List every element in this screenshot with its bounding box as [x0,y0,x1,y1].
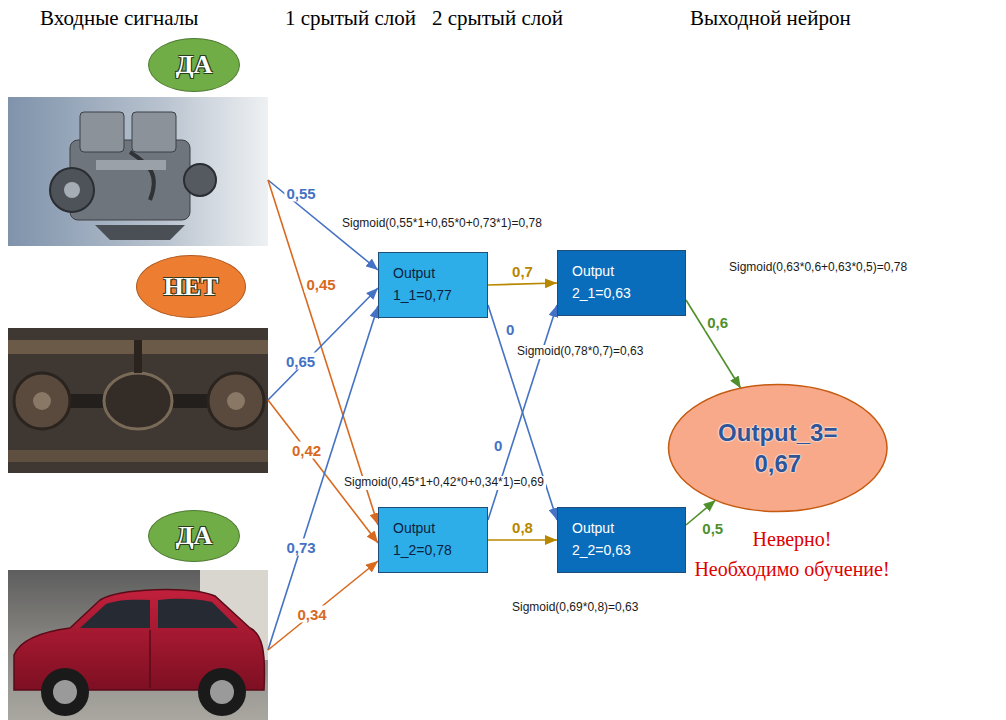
pulley [50,168,94,212]
weight-label: 0 [504,320,516,337]
text-group: Output 1_2=0,78 [393,518,473,561]
photo-ground [8,97,268,246]
cylinder-head [80,112,124,152]
node-text: НЕТ [164,272,219,302]
weight-arrow [268,180,378,270]
wheel [41,668,89,716]
error-note: Необходимо обучение! [694,558,889,581]
formula-note: Sigmoid(0,45*1+0,42*0+0,34*1)=0,69 [342,476,546,490]
error-note: Неверно! [753,528,832,551]
neuron-box: Output 1_2=0,78 [378,507,488,573]
text-group: ДА [176,521,213,551]
node-text: ДА [176,521,213,551]
answer-oval: ДА [148,510,240,562]
text-group: Output 2_1=0,63 [572,261,652,304]
weight-label: 0,55 [284,185,317,202]
weight-label: 0 [492,436,504,453]
formula-note: Sigmoid(0,78*0,7)=0,63 [515,345,645,359]
weight-label: 0,8 [510,519,535,536]
wheel-hub [53,680,77,704]
weight-label: 0,6 [705,314,730,331]
photo-ground [8,570,268,720]
node-text: Output 1_1=0,77 [393,263,473,306]
driveshaft [134,340,142,373]
column-heading: Входные сигналы [40,6,198,30]
neuron-box: Output 1_1=0,77 [378,252,488,318]
text-group: НЕТ [164,272,219,302]
weight-arrow [268,180,378,525]
hose [130,152,154,200]
text-group: Output 2_2=0,63 [572,518,652,561]
differential [104,373,172,429]
door-line [149,630,151,688]
weight-arrow [268,306,378,650]
car-window [158,599,238,628]
input-signal: НЕТ [8,255,268,473]
weight-arrow [488,283,557,285]
car-photo [8,570,268,720]
node-text: ДА [176,50,213,80]
photo-ground [8,328,268,473]
axle-photo [8,328,268,473]
weight-arrow [488,305,557,520]
car-window [80,600,150,628]
output-neuron: Output_3= 0,67 [667,383,889,513]
engine-detail [96,160,166,170]
node-text: Output 2_1=0,63 [572,261,652,304]
neuron-box: Output 2_2=0,63 [557,507,686,573]
brake-drum [14,373,70,429]
weight-label: 0,45 [304,275,337,292]
weight-label: 0,73 [284,538,317,555]
weight-arrow [488,305,557,520]
weight-arrow [488,539,557,541]
weight-arrow [686,300,741,388]
ellipse-shape [669,385,888,512]
weight-label: 0,42 [290,442,323,459]
wheel [198,668,246,716]
drum-hub [227,392,245,410]
formula-note: Sigmoid(0,55*1+0,65*0+0,73*1)=0,78 [340,217,544,231]
weight-label: 0,7 [510,263,535,280]
column-heading: Выходной нейрон [690,6,851,30]
wheel-hub [210,680,234,704]
cylinder-head [132,112,176,152]
oil-pan [95,225,185,240]
answer-oval: ДА [148,38,240,92]
ellipse-outline [667,383,889,513]
node-text: Output 1_2=0,78 [393,518,473,561]
weight-label: 0,5 [700,519,725,536]
text-group: Output 1_1=0,77 [393,263,473,306]
weight-arrow [268,400,378,543]
text-group: ДА [176,50,213,80]
input-signal: ДА [8,38,268,246]
weight-arrow [268,288,378,400]
neuron-box: Output 2_1=0,63 [557,250,686,316]
weight-arrow [268,561,378,650]
pulley [184,164,216,196]
formula-note: Sigmoid(0,69*0,8)=0,63 [510,601,640,615]
column-heading: 2 срытый слой [432,6,563,30]
engine-photo [8,97,268,246]
weight-arrow [686,500,716,525]
answer-oval: НЕТ [136,255,246,318]
drum-hub [33,392,51,410]
pulley-hub [64,182,80,198]
formula-note: Sigmoid(0,63*0,6+0,63*0,5)=0,78 [727,261,909,275]
frame-beam [8,450,268,462]
weight-label: 0,65 [284,352,317,369]
column-heading: 1 срытый слой [285,6,416,30]
weight-label: 0,34 [295,606,328,623]
text-group: Output_3= 0,67 [708,417,848,479]
brake-drum [208,373,264,429]
node-text: Output_3= 0,67 [708,417,848,479]
input-signal: ДА [8,510,268,715]
node-text: Output 2_2=0,63 [572,518,652,561]
